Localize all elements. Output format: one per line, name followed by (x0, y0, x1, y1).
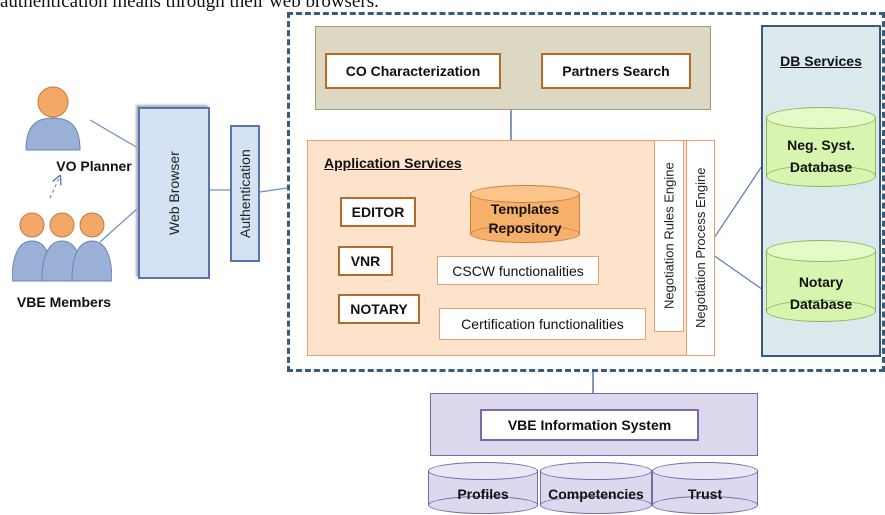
vo-planner-icon (18, 82, 88, 152)
neg-syst-database: Neg. Syst. Database (766, 107, 876, 187)
competencies-label: Competencies (548, 486, 644, 502)
trust-db: Trust (652, 462, 758, 514)
vo-planner-label: VO Planner (56, 158, 132, 174)
application-services-title: Application Services (324, 155, 462, 171)
notary-db-label-1: Notary (798, 274, 844, 290)
notary-box: NOTARY (338, 294, 420, 324)
notary-db-label-2: Database (789, 296, 853, 312)
templates-label-1: Templates (490, 201, 560, 217)
vnr-box: VNR (338, 246, 393, 276)
members-browser-line (99, 207, 139, 243)
db-services-title: DB Services (780, 53, 862, 69)
planner-browser-line (89, 119, 139, 149)
profiles-label: Profiles (457, 486, 509, 502)
members-planner-arrow (49, 176, 60, 199)
system-boundary (287, 12, 885, 372)
editor-box: EDITOR (340, 197, 416, 227)
engine-notarydb-line (705, 249, 767, 293)
vbe-members-icon (11, 205, 113, 285)
web-browser-box: Web Browser (138, 107, 210, 279)
engine-negdb-line (705, 159, 767, 251)
authentication-box: Authentication (230, 125, 260, 262)
vbe-members-label: VBE Members (16, 294, 112, 310)
header-text: authentication means through their web b… (0, 0, 379, 12)
trust-label: Trust (687, 486, 723, 502)
partners-search-box: Partners Search (541, 53, 691, 89)
negotiation-process-engine: Negotiation Process Engine (686, 140, 715, 356)
competencies-db: Competencies (540, 462, 652, 514)
co-characterization-box: CO Characterization (325, 53, 501, 89)
auth-region-line (259, 187, 288, 193)
neg-db-label-1: Neg. Syst. (787, 137, 855, 153)
negotiation-rules-engine: Negotiation Rules Engine (654, 140, 684, 332)
templates-repository-db: Templates Repository (470, 185, 580, 243)
cscw-box: CSCW functionalities (437, 256, 599, 285)
neg-db-label-2: Database (789, 159, 853, 175)
certification-box: Certification functionalities (439, 308, 646, 340)
templates-label-2: Repository (488, 220, 562, 236)
notary-database: Notary Database (766, 240, 876, 322)
vbe-information-title: VBE Information System (480, 409, 699, 441)
profiles-db: Profiles (428, 462, 538, 514)
